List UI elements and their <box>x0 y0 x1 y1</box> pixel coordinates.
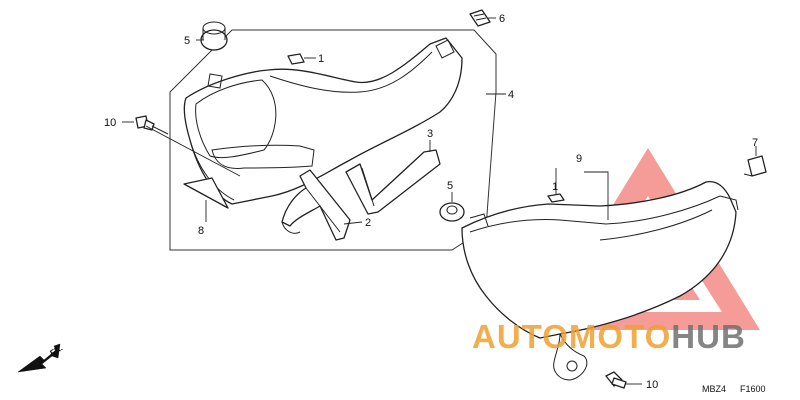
callout-9: 9 <box>576 153 582 165</box>
bolt-part-10-right <box>605 371 627 389</box>
callout-4: 4 <box>508 89 514 101</box>
assembly-frame-left <box>169 29 497 251</box>
callout-3: 3 <box>427 128 433 140</box>
clip-part-7 <box>743 155 767 177</box>
callout-8: 8 <box>198 225 204 237</box>
grommet-part-5-top <box>200 21 228 51</box>
callout-7: 7 <box>752 137 758 149</box>
front-direction-arrow: FR. <box>17 343 65 373</box>
callout-1-left: 1 <box>318 53 324 65</box>
watermark-logo: AUTOMOTOHUB <box>472 318 746 355</box>
rubber-part-1-left <box>287 53 305 65</box>
callout-10-right: 10 <box>646 379 658 391</box>
figure-code: F1600 <box>740 384 766 394</box>
rubber-part-1-right <box>547 193 565 203</box>
callout-10-left: 10 <box>104 117 116 129</box>
left-side-cover <box>183 37 463 205</box>
callout-5-top: 5 <box>184 35 190 47</box>
watermark-part-3: HUB <box>671 318 746 355</box>
right-side-cover <box>461 180 739 381</box>
callout-6: 6 <box>499 13 505 25</box>
callout-2: 2 <box>365 217 371 229</box>
leader-lines <box>122 17 757 385</box>
watermark-part-1: AUTO <box>472 318 569 355</box>
direction-label: FR. <box>49 343 65 357</box>
svg-text:AUTOMOTOHUB: AUTOMOTOHUB <box>472 318 746 355</box>
callout-labels: 5 1 6 4 3 10 2 8 5 9 1 7 10 <box>104 13 758 391</box>
watermark-part-2: MOTO <box>569 318 671 355</box>
bolt-part-10-left <box>135 115 169 135</box>
diagram-code: MBZ4 <box>702 384 726 394</box>
bracket-part-2 <box>281 169 351 241</box>
callout-1-right: 1 <box>552 181 558 193</box>
emblem-part-8 <box>183 177 229 209</box>
callout-5-right: 5 <box>447 180 453 192</box>
clip-part-6 <box>469 9 491 27</box>
grommet-part-5-right <box>439 202 465 222</box>
strap-part-3 <box>345 149 441 215</box>
